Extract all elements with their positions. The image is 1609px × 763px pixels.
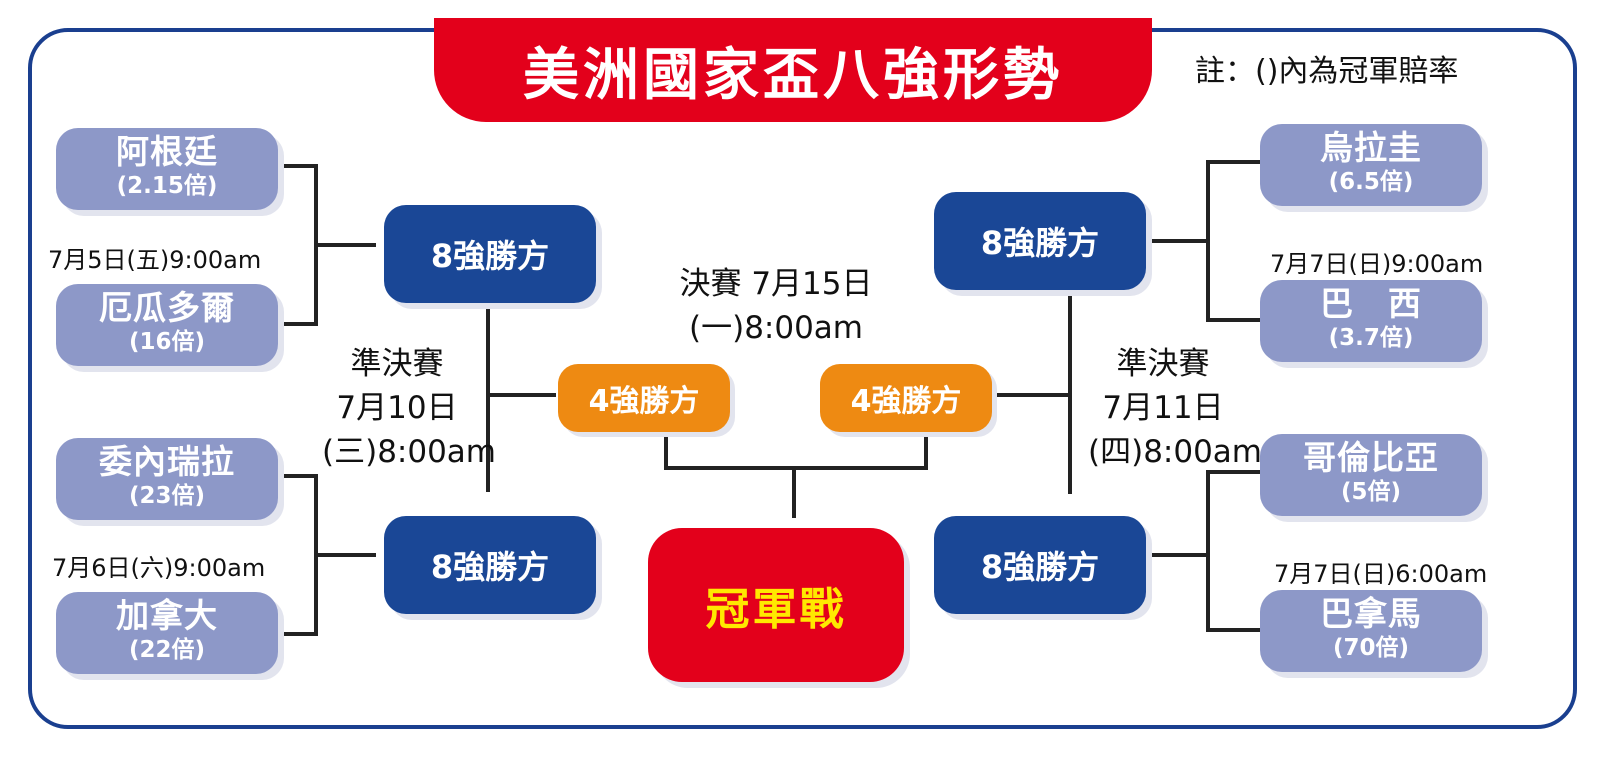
team-box-colombia: 哥倫比亞 (5倍) [1260, 434, 1482, 516]
semi-title: 準決賽 [1116, 346, 1210, 382]
qf-winner-box: 8強勝方 [384, 516, 596, 614]
team-odds: (70倍) [1332, 635, 1410, 661]
team-name: 巴拿馬 [1320, 594, 1422, 633]
team-name: 委內瑞拉 [99, 442, 235, 481]
team-name: 巴 西 [1320, 284, 1422, 323]
qf-date-4: 7月7日(日)6:00am [1274, 560, 1488, 588]
team-box-canada: 加拿大 (22倍) [56, 592, 278, 674]
odds-note: 註：()內為冠軍賠率 [1195, 54, 1459, 89]
sf-winner-box: 4強勝方 [558, 364, 730, 432]
team-box-brazil: 巴 西 (3.7倍) [1260, 280, 1482, 362]
final-time: (一)8:00am [689, 310, 863, 346]
team-odds: (16倍) [128, 329, 206, 355]
team-odds: (2.15倍) [116, 173, 218, 199]
team-name: 烏拉圭 [1320, 128, 1422, 167]
team-box-argentina: 阿根廷 (2.15倍) [56, 128, 278, 210]
qf-date-3: 7月7日(日)9:00am [1270, 250, 1484, 278]
team-odds: (5倍) [1340, 479, 1402, 505]
sf-winner-box: 4強勝方 [820, 364, 992, 432]
team-name: 厄瓜多爾 [99, 288, 235, 327]
qf-date-2: 7月6日(六)9:00am [52, 554, 266, 582]
semi-title: 準決賽 [350, 346, 444, 382]
final-box: 冠軍戰 [648, 528, 904, 682]
qf-winner-box: 8強勝方 [934, 192, 1146, 290]
final-date: 決賽 7月15日 [679, 266, 873, 302]
team-odds: (3.7倍) [1328, 325, 1414, 351]
team-name: 阿根廷 [116, 132, 218, 171]
team-name: 哥倫比亞 [1303, 438, 1439, 477]
team-box-venezuela: 委內瑞拉 (23倍) [56, 438, 278, 520]
qf-winner-box: 8強勝方 [384, 205, 596, 303]
team-name: 加拿大 [116, 596, 218, 635]
semi-date: 7月11日 [1102, 390, 1224, 426]
team-odds: (6.5倍) [1328, 169, 1414, 195]
semi-date: 7月10日 [336, 390, 458, 426]
qf-date-1: 7月5日(五)9:00am [48, 246, 262, 274]
team-odds: (23倍) [128, 483, 206, 509]
semi-time: (四)8:00am [1088, 434, 1262, 470]
team-odds: (22倍) [128, 637, 206, 663]
page-title: 美洲國家盃八強形勢 [434, 18, 1152, 122]
semi-left-label: 準決賽 7月10日 (三)8:00am [322, 342, 496, 474]
semi-time: (三)8:00am [322, 434, 496, 470]
qf-winner-box: 8強勝方 [934, 516, 1146, 614]
team-box-panama: 巴拿馬 (70倍) [1260, 590, 1482, 672]
team-box-ecuador: 厄瓜多爾 (16倍) [56, 284, 278, 366]
semi-right-label: 準決賽 7月11日 (四)8:00am [1088, 342, 1262, 474]
team-box-uruguay: 烏拉圭 (6.5倍) [1260, 124, 1482, 206]
final-info-label: 決賽 7月15日 (一)8:00am [636, 262, 916, 350]
